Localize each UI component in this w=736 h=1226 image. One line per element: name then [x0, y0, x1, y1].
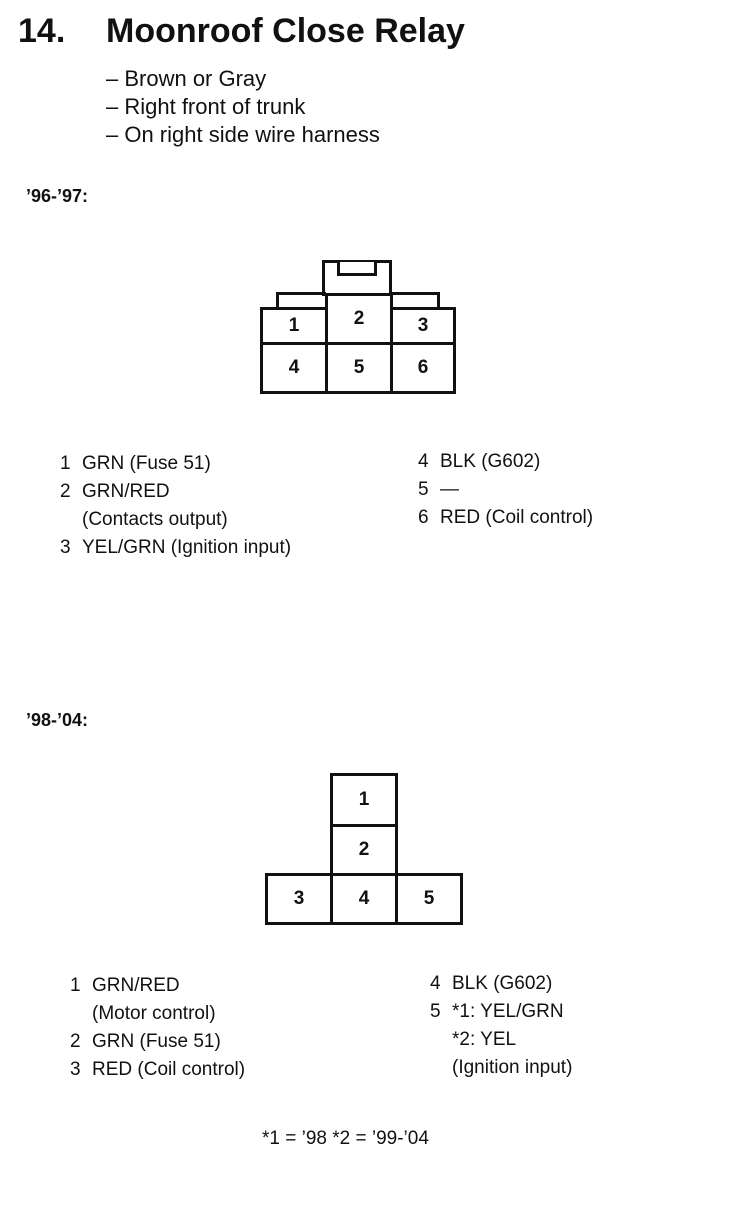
connector-latch: [337, 262, 377, 276]
pin-3: 3: [265, 873, 333, 925]
legend-item: 5—: [418, 479, 459, 500]
pin-5: 5: [325, 342, 393, 394]
section-label-98-04: ’98-’04:: [26, 710, 89, 730]
bullet-location: – Right front of trunk: [106, 94, 306, 119]
legend-item-continuation: (Contacts output): [82, 509, 228, 530]
bullet-harness: – On right side wire harness: [106, 122, 380, 147]
pin-2: 2: [330, 824, 398, 876]
page-title: Moonroof Close Relay: [106, 12, 465, 50]
pin-4: 4: [330, 873, 398, 925]
pin-1: 1: [260, 307, 328, 345]
pin-4: 4: [260, 342, 328, 394]
pin-2: 2: [325, 293, 393, 345]
legend-item-continuation: (Motor control): [92, 1003, 216, 1024]
bullet-color: – Brown or Gray: [106, 66, 267, 91]
footnote: *1 = ’98 *2 = ’99-’04: [262, 1128, 429, 1149]
section-number: 14.: [18, 12, 66, 50]
connector-notch-right: [392, 292, 440, 312]
pin-5: 5: [395, 873, 463, 925]
connector-notch-left: [276, 292, 326, 312]
legend-item-continuation: *2: YEL: [452, 1029, 517, 1050]
pin-6: 6: [390, 342, 456, 394]
section-label-96-97: ’96-’97:: [26, 186, 89, 206]
legend-item-continuation: (Ignition input): [452, 1057, 573, 1078]
pin-3: 3: [390, 307, 456, 345]
pin-1: 1: [330, 773, 398, 827]
legend-item: 5*1: YEL/GRN: [430, 1001, 564, 1022]
